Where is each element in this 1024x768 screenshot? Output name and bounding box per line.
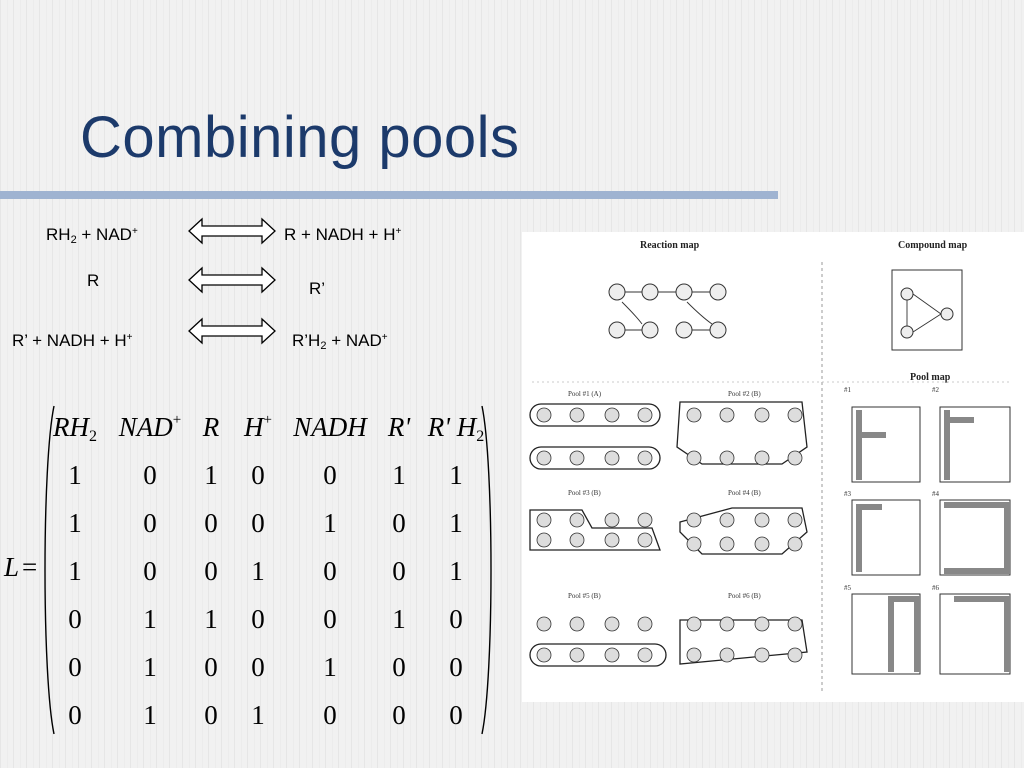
pool-label: Pool #1 (A) (568, 390, 602, 398)
matrix-cell: 0 (449, 652, 463, 682)
pool-number: #2 (932, 386, 939, 394)
matrix-cell: 0 (204, 652, 218, 682)
matrix-cell: 0 (204, 700, 218, 730)
matrix-cell: 0 (143, 508, 157, 538)
pool-label: Pool #3 (B) (568, 489, 601, 497)
matrix-cell: 1 (449, 508, 463, 538)
pool-diagram-svg (529, 262, 1012, 692)
double-arrow-icon (188, 317, 276, 345)
pool-number: #3 (844, 490, 851, 498)
matrix-cell: 0 (204, 508, 218, 538)
pool-number: #5 (844, 584, 851, 592)
matrix-cell: 0 (323, 604, 337, 634)
pool-label: Pool #6 (B) (728, 592, 761, 600)
matrix-cell: 0 (251, 508, 265, 538)
matrix-cell: 0 (204, 556, 218, 586)
matrix-cell: 1 (143, 700, 157, 730)
slide-title: Combining pools (80, 105, 520, 170)
matrix-cell: 1 (449, 460, 463, 490)
matrix-cell: 1 (68, 556, 82, 586)
pool-diagram-figure: Reaction map Compound map Pool map Pool … (522, 232, 1024, 702)
matrix-cell: 1 (323, 508, 337, 538)
matrix-cell: 0 (143, 460, 157, 490)
matrix-cell: 0 (392, 556, 406, 586)
matrix-label: L (4, 552, 20, 582)
reaction-3-right: R’H2 + NAD+ (292, 331, 388, 352)
reaction-3-left: R’ + NADH + H+ (12, 331, 133, 350)
reaction-map-title: Reaction map (640, 240, 700, 251)
matrix-cell: 1 (204, 460, 218, 490)
matrix-cell: 0 (323, 700, 337, 730)
matrix-cell: 0 (251, 604, 265, 634)
matrix-left-paren (44, 405, 55, 735)
reaction-2-left: R (87, 271, 100, 290)
matrix-right-paren (481, 405, 492, 735)
double-arrow-icon (188, 266, 276, 294)
matrix-header: NADH (293, 412, 367, 442)
matrix-cell: 1 (323, 652, 337, 682)
matrix-cell: 1 (251, 556, 265, 586)
matrix-cell: 0 (392, 508, 406, 538)
matrix-cell: 0 (251, 652, 265, 682)
matrix-cell: 1 (143, 604, 157, 634)
matrix-cell: 0 (392, 652, 406, 682)
matrix-header: R (202, 412, 220, 442)
matrix-header: R' (387, 412, 411, 442)
matrix-cell: 0 (323, 556, 337, 586)
matrix-cell: 1 (392, 604, 406, 634)
matrix-equals: = (22, 552, 38, 582)
matrix-header: NAD+ (118, 412, 182, 442)
title-underline (0, 191, 778, 199)
matrix-cell: 0 (323, 460, 337, 490)
matrix-cell: 1 (143, 652, 157, 682)
matrix-header: RH2 (53, 412, 97, 445)
pool-label: Pool #2 (B) (728, 390, 761, 398)
matrix-cell: 0 (68, 604, 82, 634)
reaction-1-right: R + NADH + H+ (284, 225, 402, 244)
compound-map-title: Compound map (898, 240, 968, 251)
matrix-cell: 0 (449, 604, 463, 634)
pool-label: Pool #4 (B) (728, 489, 761, 497)
pool-label: Pool #5 (B) (568, 592, 601, 600)
pool-map-title: Pool map (910, 372, 951, 383)
double-arrow-icon (188, 217, 276, 245)
pool-number: #1 (844, 386, 851, 394)
matrix-cell: 0 (449, 700, 463, 730)
matrix-header: H+ (244, 412, 272, 442)
matrix-cell: 1 (251, 700, 265, 730)
matrix-cell: 0 (143, 556, 157, 586)
reaction-1-left: RH2 + NAD+ (46, 225, 138, 246)
matrix-cell: 1 (392, 460, 406, 490)
pool-number: #4 (932, 490, 939, 498)
matrix-cell: 1 (68, 508, 82, 538)
matrix-cell: 1 (68, 460, 82, 490)
reaction-2-right: R’ (309, 279, 326, 298)
matrix-cell: 1 (449, 556, 463, 586)
matrix-cell: 0 (392, 700, 406, 730)
matrix-cell: 1 (204, 604, 218, 634)
pool-number: #6 (932, 584, 939, 592)
matrix-cell: 0 (68, 652, 82, 682)
matrix-cell: 0 (68, 700, 82, 730)
matrix-header: R' H2 (427, 412, 485, 445)
matrix-cell: 0 (251, 460, 265, 490)
